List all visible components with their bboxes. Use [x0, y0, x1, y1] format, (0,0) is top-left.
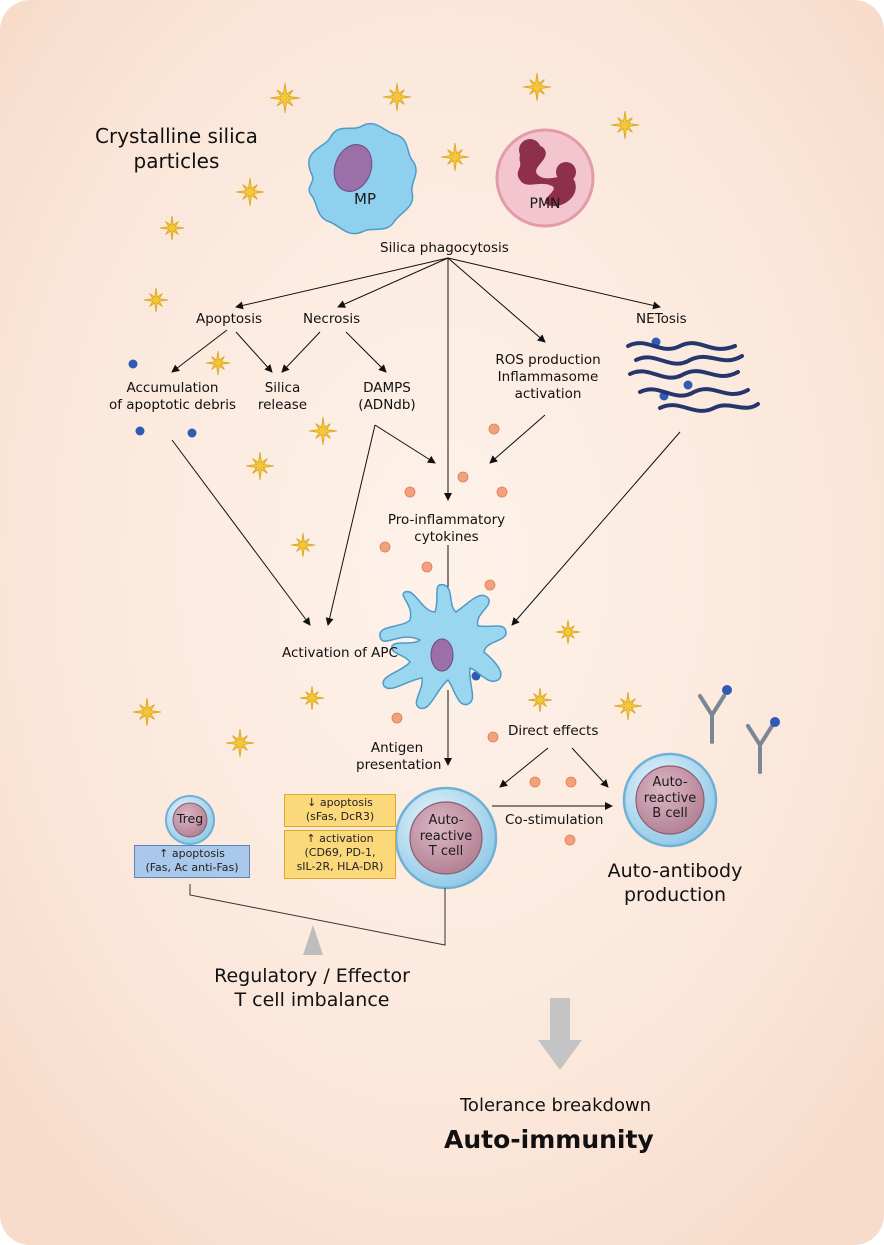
antigen-dot — [722, 685, 732, 695]
silica-star-icon — [290, 532, 316, 558]
debris-dot — [135, 426, 145, 436]
pathway-arrow — [337, 257, 449, 308]
cytokine-dot — [488, 423, 500, 435]
pathway-arrow — [374, 424, 436, 464]
treg-apoptosis-box: ↑ apoptosis (Fas, Ac anti-Fas) — [134, 845, 250, 878]
b-cell-label: Auto- reactive B cell — [643, 775, 697, 822]
pathway-arrow — [499, 747, 549, 788]
pathway-arrow — [235, 331, 273, 373]
debris-dot — [187, 428, 197, 438]
apc-cell-icon — [379, 583, 507, 710]
necrosis-label: Necrosis — [303, 311, 361, 327]
imbalance-bracket — [189, 884, 446, 946]
pathway-arrow — [345, 331, 387, 373]
silica-star-icon — [308, 416, 338, 446]
silica-star-icon — [527, 687, 553, 713]
treg-cell-icon — [165, 795, 215, 845]
pathway-arrow — [171, 439, 311, 626]
pathway-arrow — [235, 257, 449, 310]
silica-star-icon — [613, 691, 643, 721]
net-strands-icon — [626, 341, 760, 413]
pathway-arrow — [281, 331, 321, 373]
silica-star-icon — [299, 685, 325, 711]
autoantibody-label: Auto-antibody production — [607, 860, 743, 906]
netosis-label: NETosis — [636, 311, 687, 327]
silica-release-label: Silica release — [257, 380, 308, 413]
cytokine-dot — [379, 541, 391, 553]
direct-effects-label: Direct effects — [508, 723, 599, 739]
cytokine-dot — [421, 561, 433, 573]
silica-star-icon — [522, 72, 552, 102]
cytokine-dot — [565, 776, 577, 788]
pmn-cell-icon — [495, 128, 595, 228]
pathway-arrow — [489, 414, 546, 464]
cytokine-dot — [487, 731, 499, 743]
debris-dot — [683, 380, 693, 390]
debris-dot — [128, 359, 138, 369]
antigen-label: Antigen presentation — [356, 740, 442, 773]
apoptosis-label: Apoptosis — [196, 311, 263, 327]
pathway-arrow — [447, 257, 661, 310]
t-activation-box: ↑ activation (CD69, PD-1, sIL-2R, HLA-DR… — [284, 830, 396, 879]
cytokine-dot — [391, 712, 403, 724]
pathway-arrow — [511, 431, 681, 626]
t-cell-label: Auto- reactive T cell — [419, 813, 473, 860]
silica-star-icon — [610, 110, 640, 140]
t-apoptosis-box: ↓ apoptosis (sFas, DcR3) — [284, 794, 396, 827]
cytokine-dot — [529, 776, 541, 788]
treg-label: Treg — [176, 811, 204, 826]
imbalance-label: Regulatory / Effector T cell imbalance — [214, 965, 410, 1011]
apc-label: Activation of APC — [282, 645, 398, 661]
silica-star-icon — [225, 728, 255, 758]
pathway-arrow — [571, 747, 609, 788]
pathway-arrow — [171, 329, 228, 373]
silica-star-icon — [159, 215, 185, 241]
silica-star-icon — [143, 287, 169, 313]
ros-label: ROS production Inflammasome activation — [495, 352, 601, 402]
pathway-arrows — [171, 257, 681, 810]
down-grey-arrow — [538, 998, 582, 1070]
antibody-icon — [698, 694, 774, 774]
b-cell-icon — [622, 752, 718, 848]
silica-star-icon — [382, 82, 412, 112]
pmn-label: PMN — [529, 196, 561, 212]
cytokine-dot — [484, 579, 496, 591]
up-grey-arrow — [303, 925, 323, 955]
silica-star-icon — [132, 697, 162, 727]
cytokine-dot — [496, 486, 508, 498]
mp-label: MP — [354, 190, 376, 208]
tolerance-label: Tolerance breakdown — [460, 1095, 652, 1116]
silica-star-icon — [269, 82, 301, 114]
cytokine-dot — [564, 834, 576, 846]
accumulation-label: Accumulation of apoptotic debris — [108, 380, 237, 413]
antigen-dot — [770, 717, 780, 727]
silica-title: Crystalline silica particles — [95, 124, 258, 173]
silica-star-icon — [205, 350, 231, 376]
costimulation-label: Co-stimulation — [505, 812, 604, 828]
silica-star-icon — [235, 177, 265, 207]
silica-particles — [132, 72, 643, 758]
cytokine-dot — [457, 471, 469, 483]
pathway-arrow — [447, 257, 546, 343]
phagocytosis-label: Silica phagocytosis — [380, 240, 509, 256]
silica-star-icon — [245, 451, 275, 481]
cytokine-dot — [404, 486, 416, 498]
cytokines-label: Pro-inflammatory cytokines — [387, 512, 506, 545]
pathway-arrow — [325, 424, 376, 626]
damps-label: DAMPS (ADNdb) — [358, 380, 416, 413]
silica-star-icon — [555, 619, 581, 645]
silica-star-icon — [440, 142, 470, 172]
mp-cell-icon — [308, 122, 417, 235]
t-cell-icon — [394, 786, 498, 890]
autoimmunity-label: Auto-immunity — [444, 1125, 654, 1154]
